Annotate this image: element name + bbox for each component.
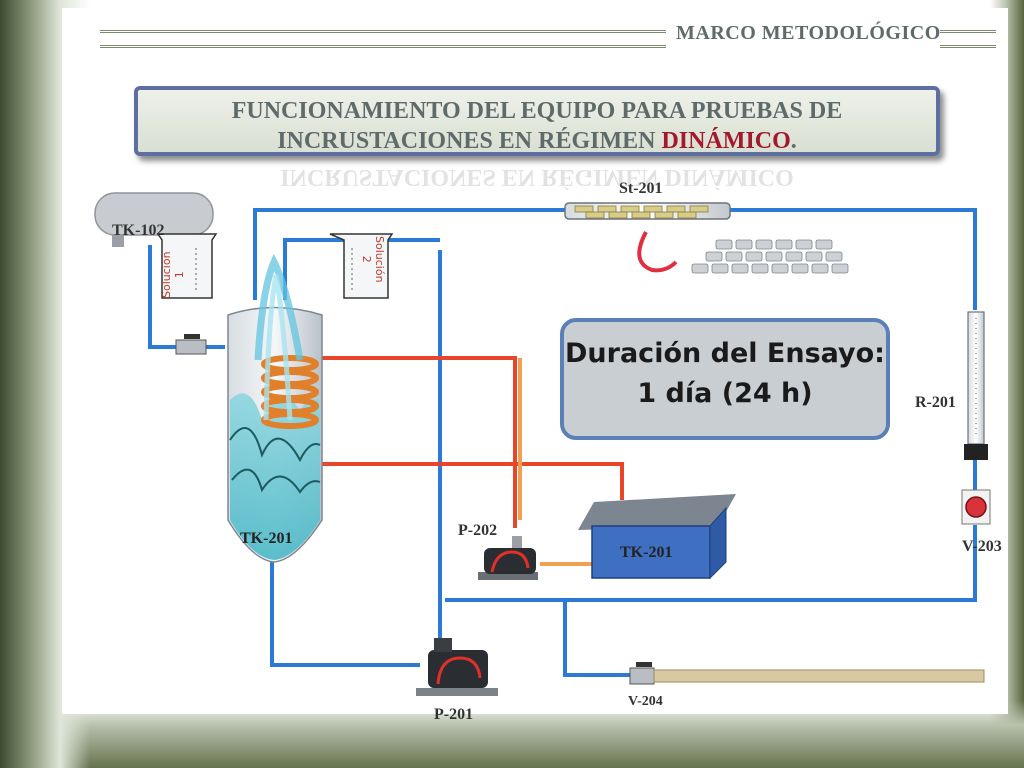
strainer-arrow [637,231,678,273]
p201-motor-cap [434,638,452,652]
duration-line-1: Duración del Ensayo: [565,338,885,369]
pump-p202 [478,536,538,580]
spray-fountain [254,253,304,361]
reactor-waves-2 [231,468,321,494]
feed-valve-body [175,339,207,355]
label-v204: V-204 [628,694,663,709]
v204-body [629,667,655,685]
v203-wheel [965,496,987,518]
beaker-solution-2 [329,233,394,299]
pipe-v203-return [445,525,977,602]
title-accent-word: DINÁMICO [661,128,791,154]
label-tk102: TK-102 [112,222,165,239]
valve-v204 [629,662,985,685]
strainer-st201 [564,202,731,273]
rotameter-base [964,444,988,460]
p202-arrow [490,550,530,573]
reactor-waves [229,427,321,463]
p202-outlet [512,536,522,548]
hot-pipe-coil-in [322,462,624,500]
tk102-body [94,192,214,236]
tank-top [578,494,736,530]
beaker-2-body [329,233,394,299]
beaker-1-label: Solución 1 [160,251,186,298]
p201-base [416,688,498,696]
title-line-2-prefix: INCRUSTACIONES EN RÉGIMEN [277,128,662,154]
beaker-2-name: Solución [373,236,386,283]
heat-pipes [318,356,624,566]
diagram-title: FUNCIONAMIENTO DEL EQUIPO PARA PRUEBAS D… [134,86,940,156]
label-v203: V-203 [962,538,1002,555]
pipe-branch-v204 [563,600,630,677]
header-rule-right [940,30,996,48]
duration-line-2: 1 día (24 h) [637,378,813,409]
spray-fountain-inner [263,274,293,421]
p202-base [478,572,538,580]
beaker-solution-1 [156,233,218,299]
label-st201: St-201 [619,180,663,197]
duration-callout: Duración del Ensayo: 1 día (24 h) [560,318,890,440]
label-tk201-tank: TK-201 [620,544,673,561]
tank-side [709,506,727,580]
rotameter-r201 [964,311,988,460]
coupon-stack [691,239,849,274]
reactor-tk201 [227,253,323,563]
section-title: MARCO METODOLÓGICO [676,22,941,44]
drain-pipe [653,669,985,683]
title-line-2-suffix: . [790,128,797,154]
pipe-reactor-bottom [270,560,420,667]
p201-body [428,650,488,688]
feed-valve-handle [184,334,200,339]
label-r201: R-201 [915,394,956,411]
holding-tank [578,494,736,580]
beaker-1-body [156,233,218,299]
pipe-st-to-r [730,208,977,310]
beaker-1-name: Solución [160,251,173,298]
v204-handle [636,662,652,667]
beaker-1-number: 1 [173,271,186,279]
blue-pipes [148,208,977,677]
feed-valve [175,334,207,355]
beaker-2-label: Solución 2 [360,236,386,283]
pump-p201 [416,638,498,696]
label-tk201-reactor: TK-201 [240,530,293,547]
header-rule-left [100,30,666,48]
label-p201: P-201 [434,706,474,723]
tk102-leg-left [112,235,124,247]
title-line-1: FUNCIONAMIENTO DEL EQUIPO PARA PRUEBAS D… [231,98,843,124]
p201-arrow [436,656,482,685]
hot-pipe-coil-out [318,356,517,528]
pipe-loop-top [253,208,565,300]
valve-v203 [961,489,991,525]
strainer-scale [574,205,709,219]
beaker-2-number: 2 [360,255,373,263]
title-line-2: INCRUSTACIONES EN RÉGIMEN DINÁMICO. [138,126,936,156]
label-p202: P-202 [458,522,498,539]
